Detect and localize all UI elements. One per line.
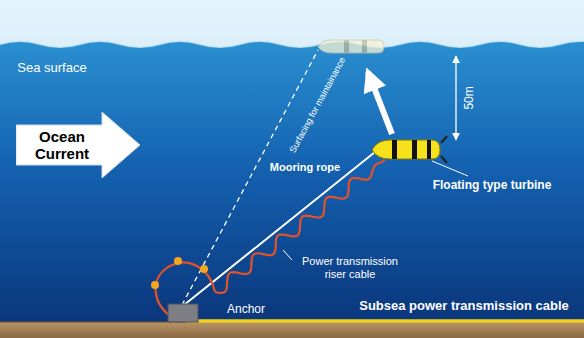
surfaced-turbine: [318, 40, 384, 53]
seabed-line: [0, 322, 584, 323]
anchor-block: [168, 304, 198, 322]
float: [200, 265, 208, 273]
depth-dimension: [455, 56, 456, 140]
seabed: [0, 322, 584, 338]
surfacing-arrow: [368, 72, 392, 134]
cable-label: Subsea power transmission cable: [359, 299, 569, 314]
dashed-mooring: [182, 50, 318, 305]
float: [174, 257, 182, 265]
leader-line: [283, 250, 292, 260]
anchor-label: Anchor: [227, 303, 265, 317]
leader-line: [432, 161, 468, 176]
sea-water: [0, 41, 584, 338]
subsea-cable: [186, 319, 584, 323]
riser-label: Power transmission riser cable: [294, 255, 406, 280]
arrow-label: Ocean Current: [20, 128, 104, 163]
depth-label: 50m: [463, 86, 477, 109]
sea-surface-line: [0, 41, 584, 47]
surface-label: Sea surface: [17, 61, 86, 76]
floating-turbine: [372, 136, 447, 163]
current-arrow: Ocean Current: [16, 112, 140, 178]
mooring-label: Mooring rope: [270, 161, 340, 174]
float: [151, 281, 159, 289]
turbine-label: Floating type turbine: [433, 179, 552, 193]
